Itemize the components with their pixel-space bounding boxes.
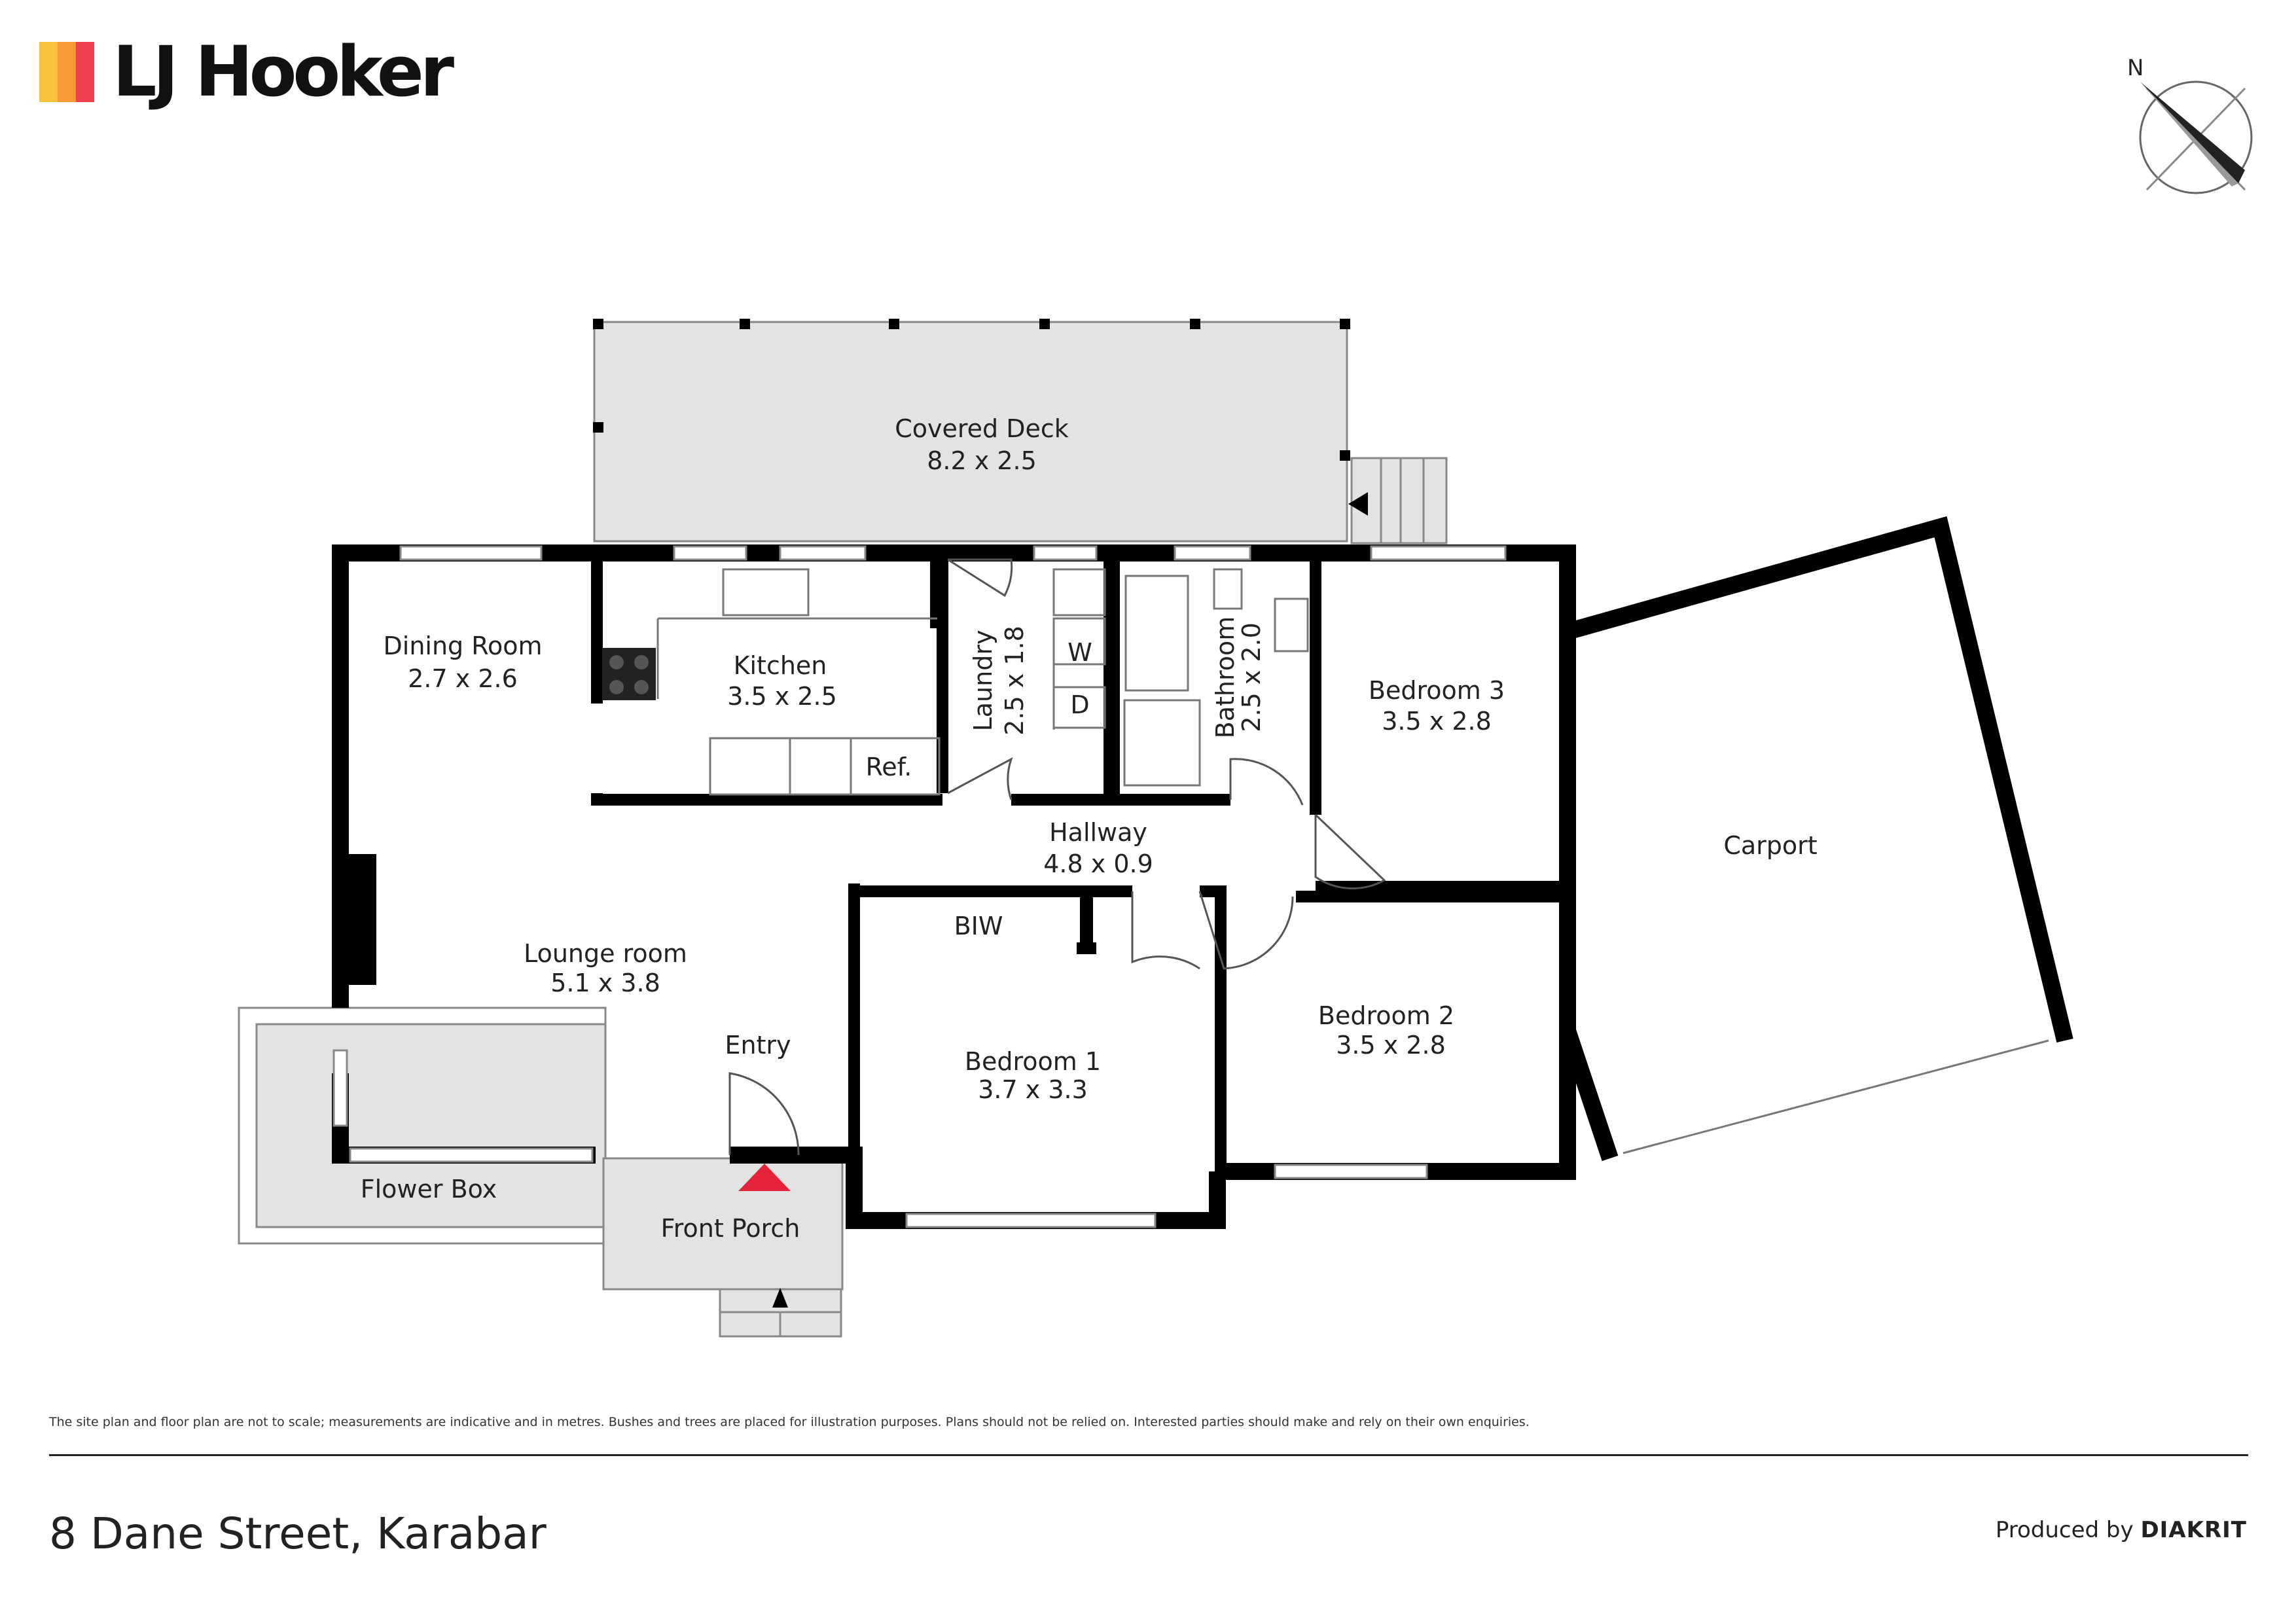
bathroom-size: 2.5 x 2.0 [1237,622,1266,732]
brand-name: LJ Hooker [113,31,454,112]
producer-prefix: Produced by [1995,1517,2134,1543]
logo-mark [39,42,94,102]
windows [332,545,1507,1228]
laundry-fixtures [1052,568,1106,730]
logo-bar-yellow [39,42,58,102]
covered-deck-size: 8.2 x 2.5 [927,446,1037,475]
washer-label: W [1067,638,1092,667]
kitchen-name: Kitchen [734,651,827,680]
bedroom-1-size: 3.7 x 3.3 [978,1075,1088,1104]
bedroom-1-name: Bedroom 1 [965,1047,1101,1076]
fridge-label: Ref. [866,753,912,781]
biw-wall [1080,891,1093,950]
property-address: 8 Dane Street, Karabar [49,1508,547,1559]
hallway-name: Hallway [1049,818,1147,847]
compass-north-label: N [2127,56,2144,81]
brand-logo: LJ Hooker [39,31,454,112]
bedroom-3-size: 3.5 x 2.8 [1382,707,1492,736]
fireplace [340,854,376,985]
bedroom-2-name: Bedroom 2 [1318,1001,1454,1030]
hallway-size: 4.8 x 0.9 [1043,849,1153,878]
cooktop [602,648,656,700]
dining-room-size: 2.7 x 2.6 [408,664,518,693]
front-porch-name: Front Porch [661,1214,800,1243]
interior-walls [591,553,1568,1171]
flower-box-area [238,1007,607,1245]
entry-marker-icon [738,1164,791,1191]
bathroom-fixtures [1123,568,1309,787]
producer-brand: DIAKRIT [2140,1517,2247,1543]
cooktop-burners [609,655,649,694]
lounge-room-name: Lounge room [524,939,687,968]
deck-posts [593,319,1350,461]
dryer-label: D [1070,690,1089,719]
footer-divider [49,1454,2248,1456]
logo-bar-red [76,42,94,102]
lounge-room-size: 5.1 x 3.8 [550,969,660,997]
deck-stairs [1348,457,1448,544]
covered-deck-name: Covered Deck [895,414,1069,443]
producer-credit: Produced by DIAKRIT [1996,1517,2247,1543]
doors [728,558,1386,1156]
dining-room-name: Dining Room [384,632,543,660]
carport-name: Carport [1723,831,1817,860]
biw-name: BIW [954,912,1003,940]
front-porch-area [602,1157,844,1338]
logo-bar-orange [58,42,76,102]
entry-name: Entry [725,1031,791,1060]
bedroom-3-name: Bedroom 3 [1369,676,1505,705]
kitchen-size: 3.5 x 2.5 [727,682,837,711]
covered-deck-area [593,321,1348,543]
flower-box-name: Flower Box [361,1175,497,1204]
biw-stub [1077,942,1096,954]
disclaimer-text: The site plan and floor plan are not to … [49,1415,1530,1429]
bathroom-name: Bathroom [1211,616,1240,739]
compass-icon: N [2127,56,2253,194]
bedroom-2-size: 3.5 x 2.8 [1336,1031,1446,1060]
laundry-name: Laundry [969,630,997,732]
laundry-size: 2.5 x 1.8 [1000,626,1029,736]
kitchen-fixtures [656,568,941,796]
